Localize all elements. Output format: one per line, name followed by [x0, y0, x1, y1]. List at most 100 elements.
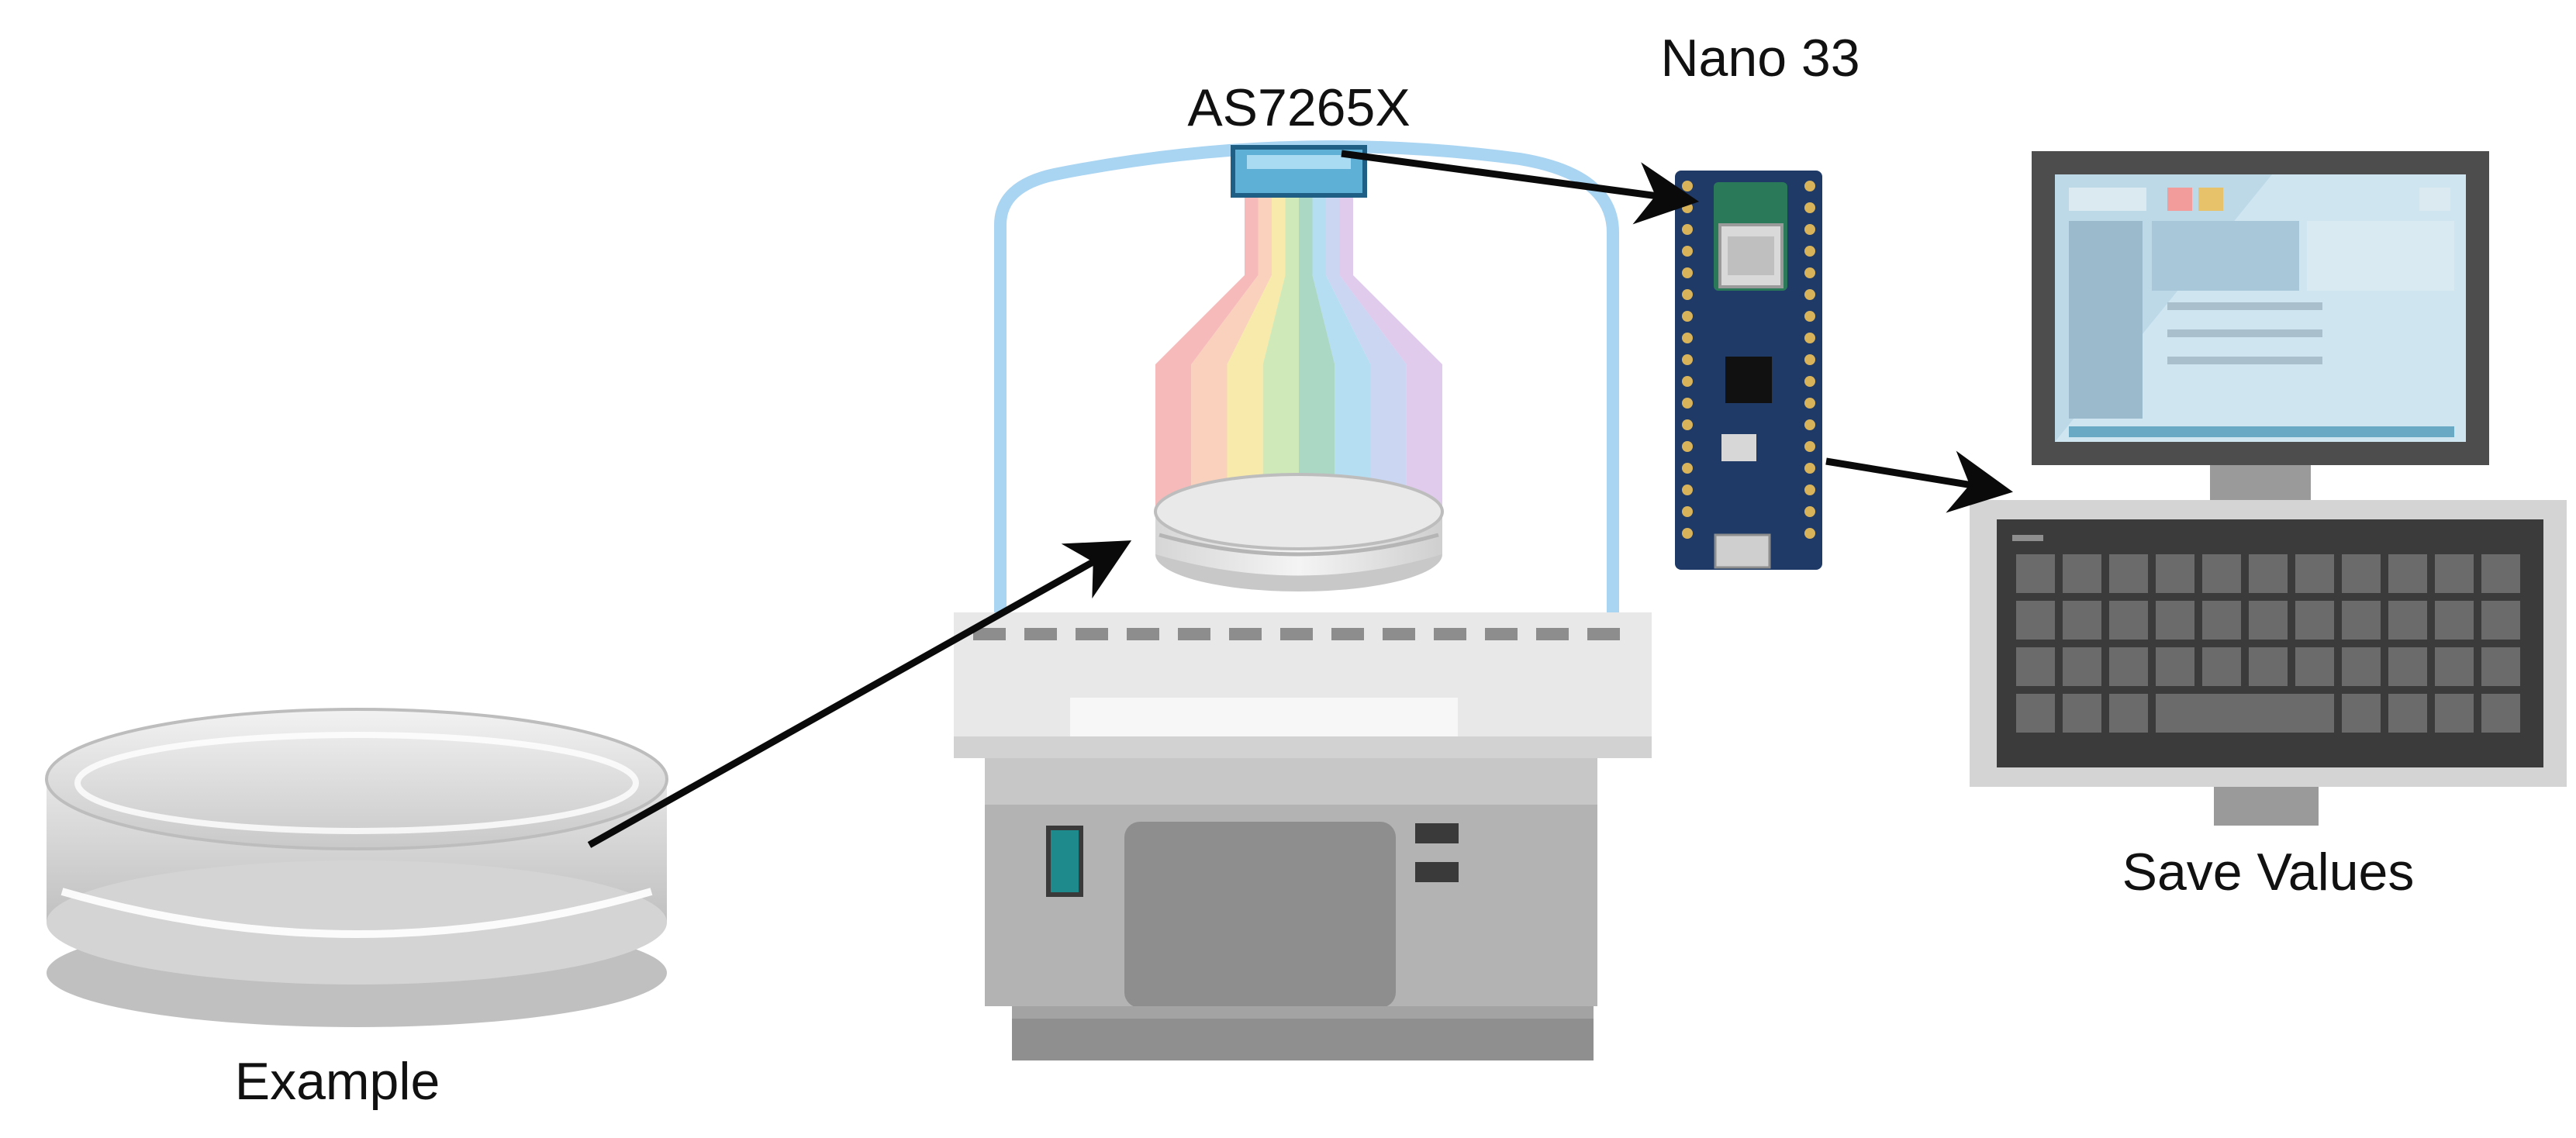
- keyboard-key: [2109, 601, 2148, 640]
- keyboard-key: [2063, 647, 2101, 686]
- nano33-board-icon: [1675, 171, 1822, 570]
- header-pin: [1804, 224, 1815, 235]
- header-pin: [1804, 419, 1815, 430]
- spectrum-band: [1262, 195, 1299, 512]
- header-pin: [1804, 289, 1815, 300]
- platform-dash: [1076, 628, 1108, 640]
- spectrum-band: [1155, 195, 1259, 512]
- header-pin: [1804, 181, 1815, 191]
- computer-label: Save Values: [2122, 843, 2415, 902]
- platform-dash: [1536, 628, 1569, 640]
- keyboard-key: [2016, 694, 2055, 733]
- arrow-sample-to-chamber: [587, 540, 1132, 848]
- header-pin: [1804, 246, 1815, 257]
- header-pin: [1682, 376, 1693, 387]
- spectrum-band: [1299, 195, 1335, 512]
- keyboard-key: [2435, 694, 2474, 733]
- keyboard-key: [2435, 647, 2474, 686]
- computer-icon: [1970, 151, 2567, 826]
- platform-dash: [1485, 628, 1518, 640]
- spectrum-band: [1326, 195, 1407, 512]
- platform-edge-dashes: [973, 628, 1620, 640]
- keyboard-key: [2063, 694, 2101, 733]
- keyboard-key: [2156, 554, 2194, 593]
- spectrum-band: [1339, 195, 1442, 512]
- keyboard-key: [2016, 601, 2055, 640]
- platform-dash: [1331, 628, 1364, 640]
- keyboard-key: [2481, 554, 2520, 593]
- spectrum-band: [1191, 195, 1272, 512]
- platform-dash: [1383, 628, 1415, 640]
- keyboard-key: [2156, 601, 2194, 640]
- keyboard-key: [2342, 647, 2381, 686]
- keyboard-key: [2295, 647, 2334, 686]
- header-pin: [1682, 246, 1693, 257]
- keyboard-key: [2342, 554, 2381, 593]
- display-led-bottom: [1415, 862, 1459, 882]
- keyboard-key: [2249, 647, 2288, 686]
- display-led-top: [1415, 823, 1459, 843]
- keyboard-key: [2109, 554, 2148, 593]
- keyboard-key: [2156, 647, 2194, 686]
- header-pin: [1804, 506, 1815, 517]
- power-switch-icon: [1046, 826, 1083, 897]
- sample-petri-dish-icon: [45, 708, 668, 1027]
- header-pin: [1804, 311, 1815, 322]
- platform-dash: [1127, 628, 1159, 640]
- sensor-label: AS7265X: [1187, 78, 1410, 137]
- keyboard-key: [2481, 647, 2520, 686]
- platform-dash: [1434, 628, 1466, 640]
- header-pin: [1682, 506, 1693, 517]
- keyboard-key: [2388, 601, 2427, 640]
- arrow-sensor-to-board: [1341, 150, 1700, 225]
- header-pin: [1804, 398, 1815, 409]
- sample-label: Example: [235, 1052, 440, 1111]
- header-pin: [1804, 333, 1815, 343]
- flow-arrows: [587, 150, 2013, 848]
- platform-dash: [1229, 628, 1262, 640]
- header-pin: [1682, 528, 1693, 539]
- platform-dash: [1280, 628, 1313, 640]
- keyboard-key: [2249, 601, 2288, 640]
- header-pin: [1682, 485, 1693, 495]
- platform-dash: [1587, 628, 1620, 640]
- header-pin: [1682, 311, 1693, 322]
- header-pin: [1804, 528, 1815, 539]
- header-pin: [1804, 441, 1815, 452]
- header-pin: [1682, 419, 1693, 430]
- header-pin: [1682, 398, 1693, 409]
- keyboard-key: [2109, 694, 2148, 733]
- keyboard-key: [2063, 554, 2101, 593]
- keyboard-key: [2481, 601, 2520, 640]
- keyboard-key: [2388, 554, 2427, 593]
- board-label: Nano 33: [1660, 29, 1859, 88]
- header-pin: [1682, 441, 1693, 452]
- header-pin: [1804, 463, 1815, 474]
- keyboard-key: [2295, 601, 2334, 640]
- header-pin: [1804, 267, 1815, 278]
- header-pin: [1682, 181, 1693, 191]
- spectrum-light-beam: [1155, 195, 1442, 512]
- header-pin: [1804, 376, 1815, 387]
- keyboard-key: [2063, 601, 2101, 640]
- header-pin: [1804, 354, 1815, 365]
- keyboard-key: [2016, 647, 2055, 686]
- keyboard-key: [2388, 647, 2427, 686]
- header-pin: [1682, 267, 1693, 278]
- board-header-pins: [1682, 181, 1815, 539]
- spectrum-band: [1227, 195, 1286, 512]
- keyboard-key: [2435, 601, 2474, 640]
- platform-dash: [1024, 628, 1057, 640]
- keyboard-key: [2202, 554, 2241, 593]
- keyboard-key: [2202, 647, 2241, 686]
- keyboard-key: [2016, 554, 2055, 593]
- platform-dash: [973, 628, 1006, 640]
- header-pin: [1804, 202, 1815, 213]
- keyboard-key: [2342, 694, 2381, 733]
- keyboard-key: [2295, 554, 2334, 593]
- header-pin: [1804, 485, 1815, 495]
- platform-dash: [1178, 628, 1210, 640]
- keyboard-key: [2156, 694, 2334, 733]
- header-pin: [1682, 333, 1693, 343]
